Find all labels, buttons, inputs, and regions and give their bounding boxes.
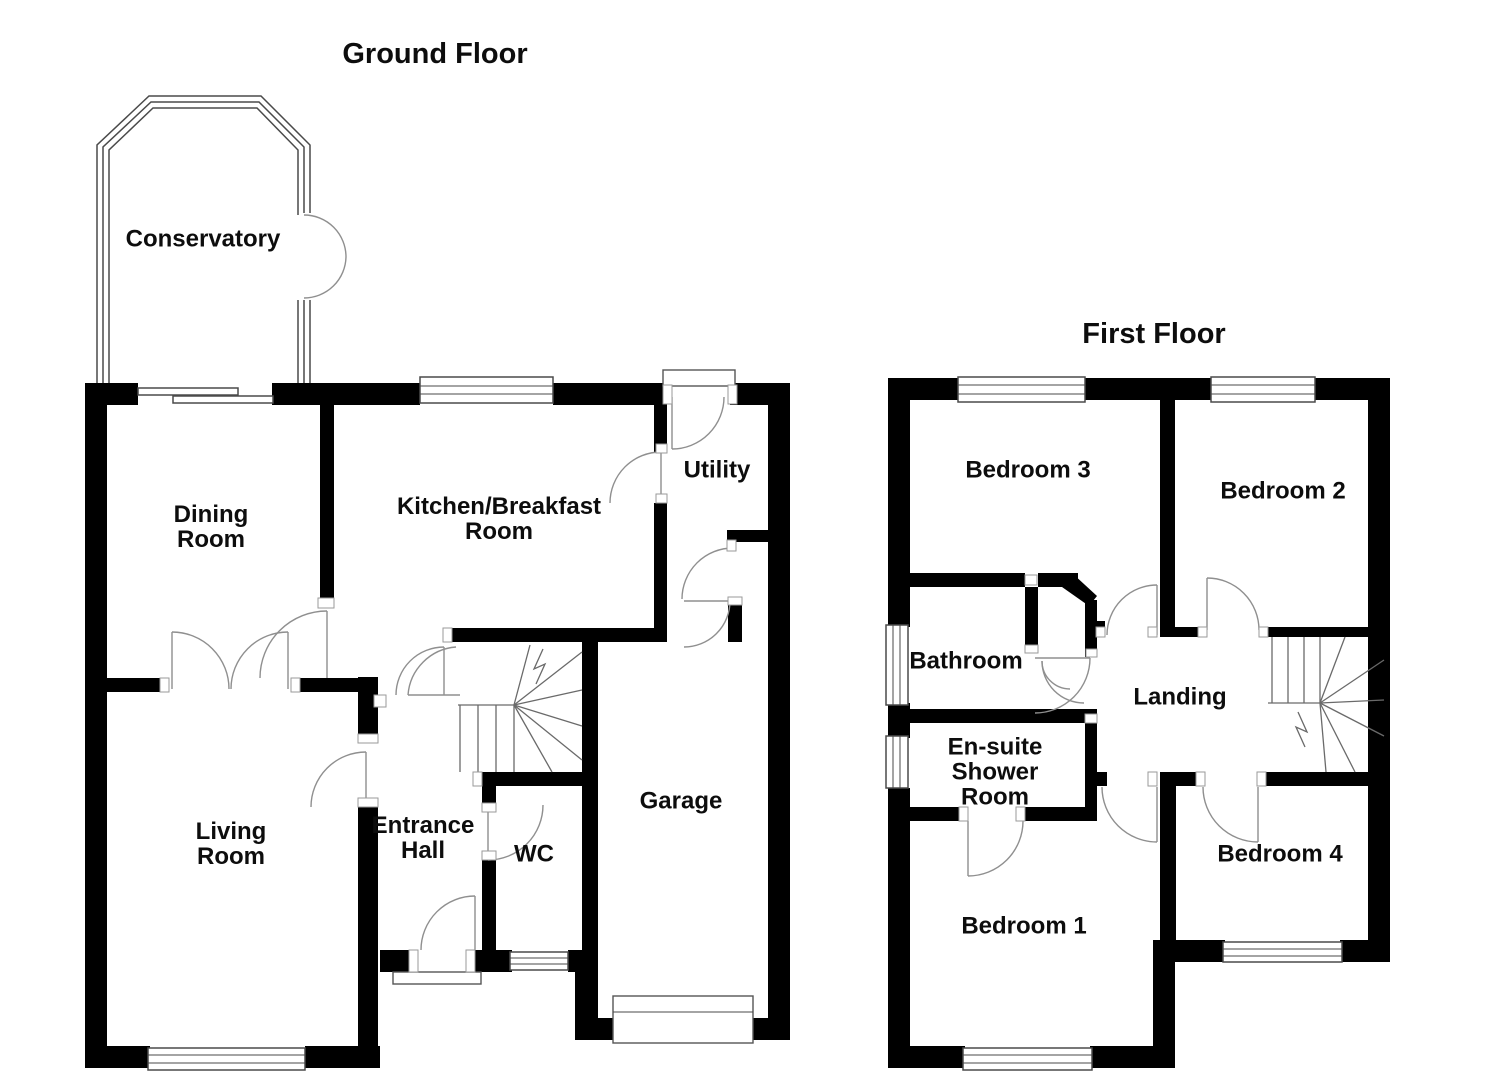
room-label-wc: WC [514, 840, 554, 868]
stairs-down-arrow [1294, 711, 1309, 748]
room-label-bedroom-1: Bedroom 1 [961, 912, 1087, 940]
first-floor-windows [885, 376, 1343, 1071]
ground-floor-walls [85, 383, 790, 1068]
first-floor-stairs [1268, 636, 1385, 773]
room-label-kitchen-breakfast-room: Kitchen/Breakfast Room [396, 493, 602, 545]
room-label-landing: Landing [1133, 683, 1227, 711]
first-floor-plan [885, 376, 1390, 1071]
ground-floor-plan [85, 95, 790, 1071]
room-label-bathroom: Bathroom [909, 647, 1023, 675]
room-label-bedroom-2: Bedroom 2 [1220, 477, 1346, 505]
first-floor-doors [967, 577, 1260, 877]
conservatory-walls [96, 95, 347, 388]
first-floor-jambs [958, 574, 1269, 822]
ground-floor-jambs [159, 384, 743, 973]
room-label-bedroom-3: Bedroom 3 [965, 456, 1091, 484]
room-label-utility: Utility [683, 456, 751, 484]
front-door-step [392, 971, 482, 985]
room-label-garage: Garage [639, 787, 723, 815]
utility-exterior-door [662, 369, 736, 387]
room-label-conservatory: Conservatory [125, 225, 281, 253]
room-label-living-room: Living Room [195, 818, 267, 870]
room-label-bedroom-4: Bedroom 4 [1217, 840, 1343, 868]
room-label-dining-room: Dining Room [173, 501, 249, 553]
ground-floor-title: Ground Floor [342, 38, 528, 70]
ground-floor-stairs [458, 644, 583, 773]
stairs-up-arrow [532, 648, 547, 685]
first-floor-walls [888, 378, 1390, 1068]
ground-floor-doors [171, 369, 736, 985]
garage-door [612, 995, 754, 1044]
ground-floor-windows [137, 376, 569, 1071]
room-label-en-suite-shower-room: En-suite Shower Room [947, 733, 1043, 811]
first-floor-title: First Floor [1082, 318, 1226, 350]
room-label-entrance-hall: Entrance Hall [371, 812, 475, 864]
